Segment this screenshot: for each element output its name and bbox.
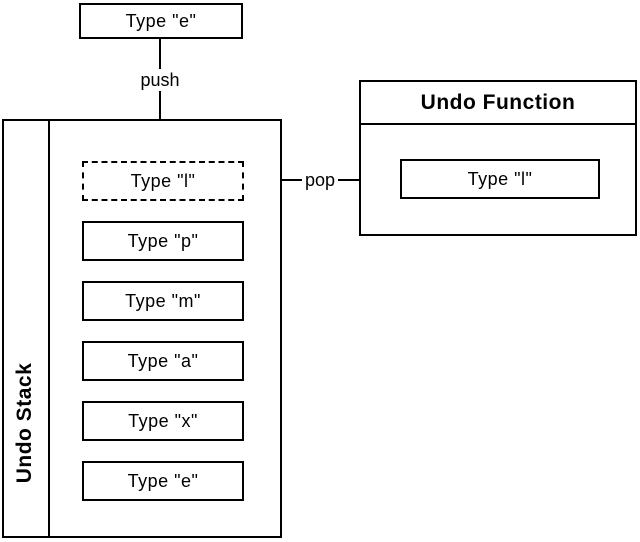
undo-function-title: Undo Function <box>361 82 635 125</box>
input-command-label: Type "e" <box>125 10 197 31</box>
input-command-box: Type "e" <box>79 3 243 39</box>
undo-stack-container: Undo Stack Type "l" Type "p" Type "m" Ty… <box>2 119 282 538</box>
stack-item-label: Type "l" <box>130 170 196 191</box>
undo-stack-title-strip: Undo Stack <box>4 121 50 536</box>
pop-edge-label: pop <box>301 169 339 191</box>
stack-item: Type "e" <box>82 461 244 501</box>
stack-item-label: Type "p" <box>127 230 199 251</box>
stack-item-popping: Type "l" <box>82 161 244 201</box>
stack-item: Type "p" <box>82 221 244 261</box>
stack-item-label: Type "a" <box>127 350 199 371</box>
stack-item-label: Type "e" <box>127 470 199 491</box>
push-edge-label: push <box>137 69 183 91</box>
undo-function-item-box: Type "l" <box>400 159 600 199</box>
stack-item: Type "x" <box>82 401 244 441</box>
stack-item: Type "m" <box>82 281 244 321</box>
stack-item-label: Type "m" <box>125 290 201 311</box>
stack-item: Type "a" <box>82 341 244 381</box>
stack-item-label: Type "x" <box>128 410 198 431</box>
undo-stack-title: Undo Stack <box>13 362 36 484</box>
undo-function-item-label: Type "l" <box>467 168 533 189</box>
undo-function-container: Undo Function Type "l" <box>359 80 637 236</box>
